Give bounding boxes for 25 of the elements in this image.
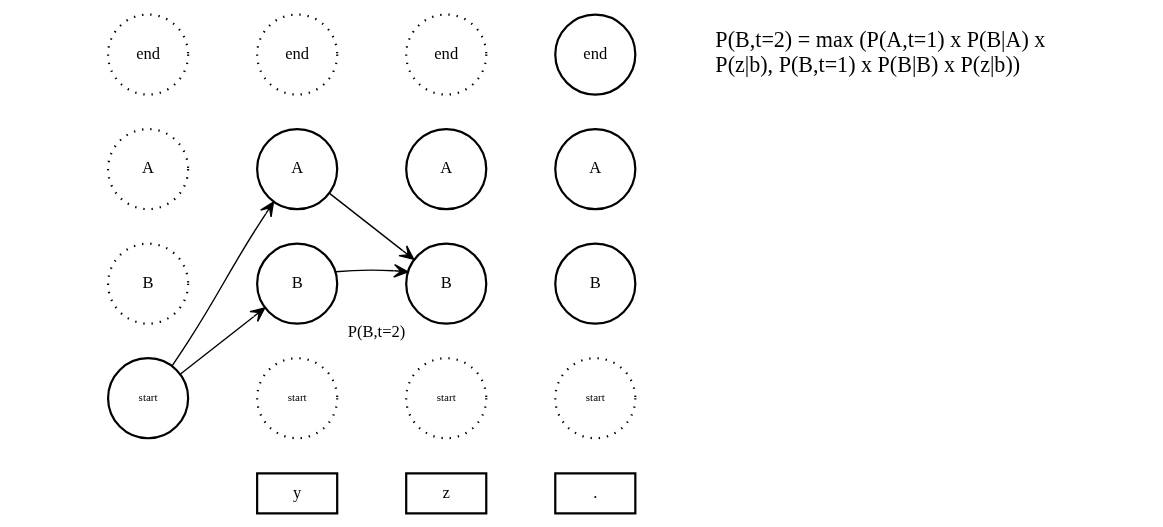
node-circle: A bbox=[554, 127, 637, 210]
node-circle: start bbox=[554, 356, 637, 439]
arrow bbox=[179, 306, 266, 375]
node-box: z bbox=[405, 471, 488, 515]
arrow bbox=[334, 263, 409, 278]
node-circle: end bbox=[405, 12, 488, 96]
node-circle: start bbox=[405, 356, 488, 439]
node-circle: A bbox=[256, 127, 339, 210]
node-circle: A bbox=[106, 127, 190, 210]
node-circle: A bbox=[405, 127, 488, 210]
node-circle: end bbox=[256, 12, 339, 96]
arrow bbox=[171, 200, 275, 366]
node-box: y bbox=[256, 471, 339, 515]
node-circle: start bbox=[256, 356, 339, 439]
node-circle: B bbox=[106, 242, 190, 325]
node-label: P(B,t=2) bbox=[347, 321, 406, 341]
node-circle: end bbox=[106, 12, 190, 96]
label: P(B,t=2) = max (P(A,t=1) x P(B|A) x P(z|b), P(B,t=1) x P(B|B) x P(z|b)) bbox=[715, 26, 1046, 77]
node-circle: B bbox=[405, 242, 488, 325]
arrow bbox=[328, 191, 415, 260]
node-circle: B bbox=[256, 242, 339, 325]
node-circle: B bbox=[554, 242, 637, 325]
node-circle: start bbox=[106, 356, 190, 439]
node-box: . bbox=[554, 471, 637, 515]
node-circle: end bbox=[554, 12, 637, 96]
